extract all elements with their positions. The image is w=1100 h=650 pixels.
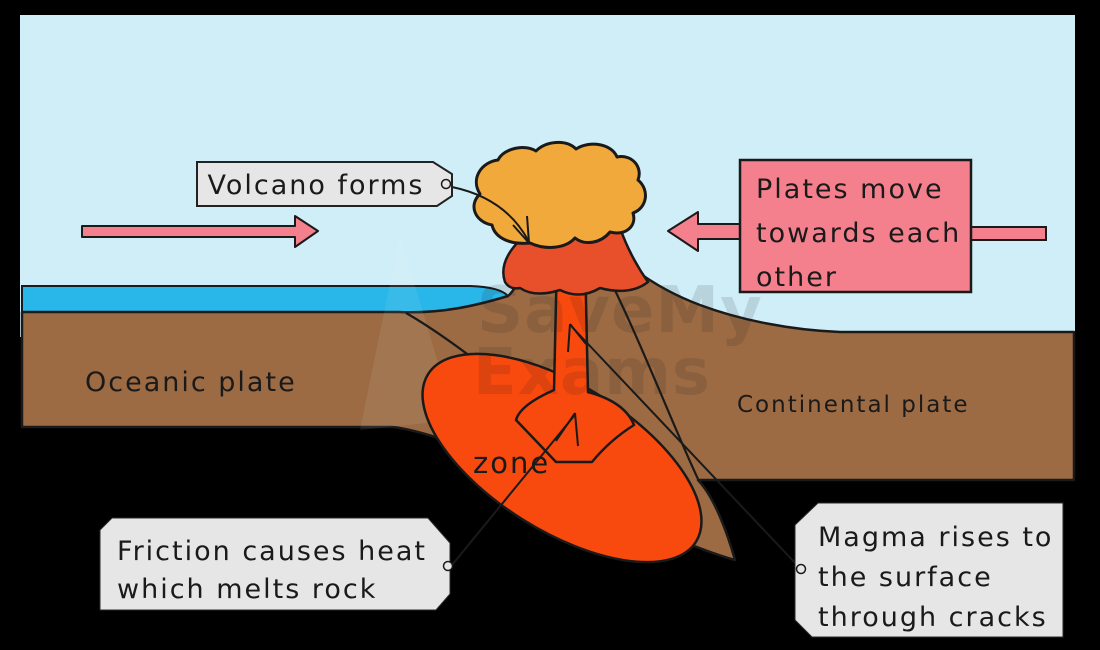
right-plate-arrow-head-icon — [667, 211, 741, 252]
plates-move-box — [738, 158, 973, 294]
friction-label-line2: which melts rock — [117, 574, 377, 605]
volcano-forms-connector-dot-icon — [440, 178, 452, 190]
magma-conduit — [514, 254, 636, 464]
watermark-text-line1: SaveMy — [477, 274, 763, 348]
magma-label-line3: through cracks — [818, 602, 1048, 633]
friction-connector-dot-icon — [442, 560, 454, 572]
volcano-forms-arrowhead-icon — [512, 215, 530, 244]
friction-label-line1: Friction causes heat — [117, 536, 427, 567]
right-plate-arrow-tail-icon — [970, 226, 1047, 241]
friction-leader-arrowhead-icon — [555, 412, 579, 447]
slab-contact-line — [607, 275, 699, 480]
volcano-forms-label: Volcano forms — [207, 170, 424, 201]
volcano-forms-leader-line — [451, 186, 529, 241]
magma-label-line2: the surface — [818, 562, 993, 593]
ocean-layer — [21, 285, 510, 313]
left-plate-arrow-icon — [81, 215, 319, 248]
friction-leader-line — [451, 415, 575, 566]
volcano-forms-tag — [196, 161, 453, 207]
friction-tag — [99, 517, 451, 611]
magma-leader-line — [571, 326, 799, 567]
plates-move-label-line2: towards each — [756, 218, 961, 249]
magma-leader-arrowhead-icon — [567, 323, 587, 353]
continental-plate-label: Continental plate — [737, 392, 970, 418]
magma-tag — [794, 502, 1064, 638]
oceanic-plate-label: Oceanic plate — [85, 367, 297, 398]
magma-label-line1: Magma rises to — [818, 522, 1053, 553]
plates-move-label-line1: Plates move — [756, 174, 944, 205]
plates-move-label-line3: other — [756, 262, 838, 293]
subduction-zone-label: zone — [473, 446, 550, 480]
eruption-cloud — [472, 141, 647, 249]
magma-connector-dot-icon — [795, 563, 807, 575]
